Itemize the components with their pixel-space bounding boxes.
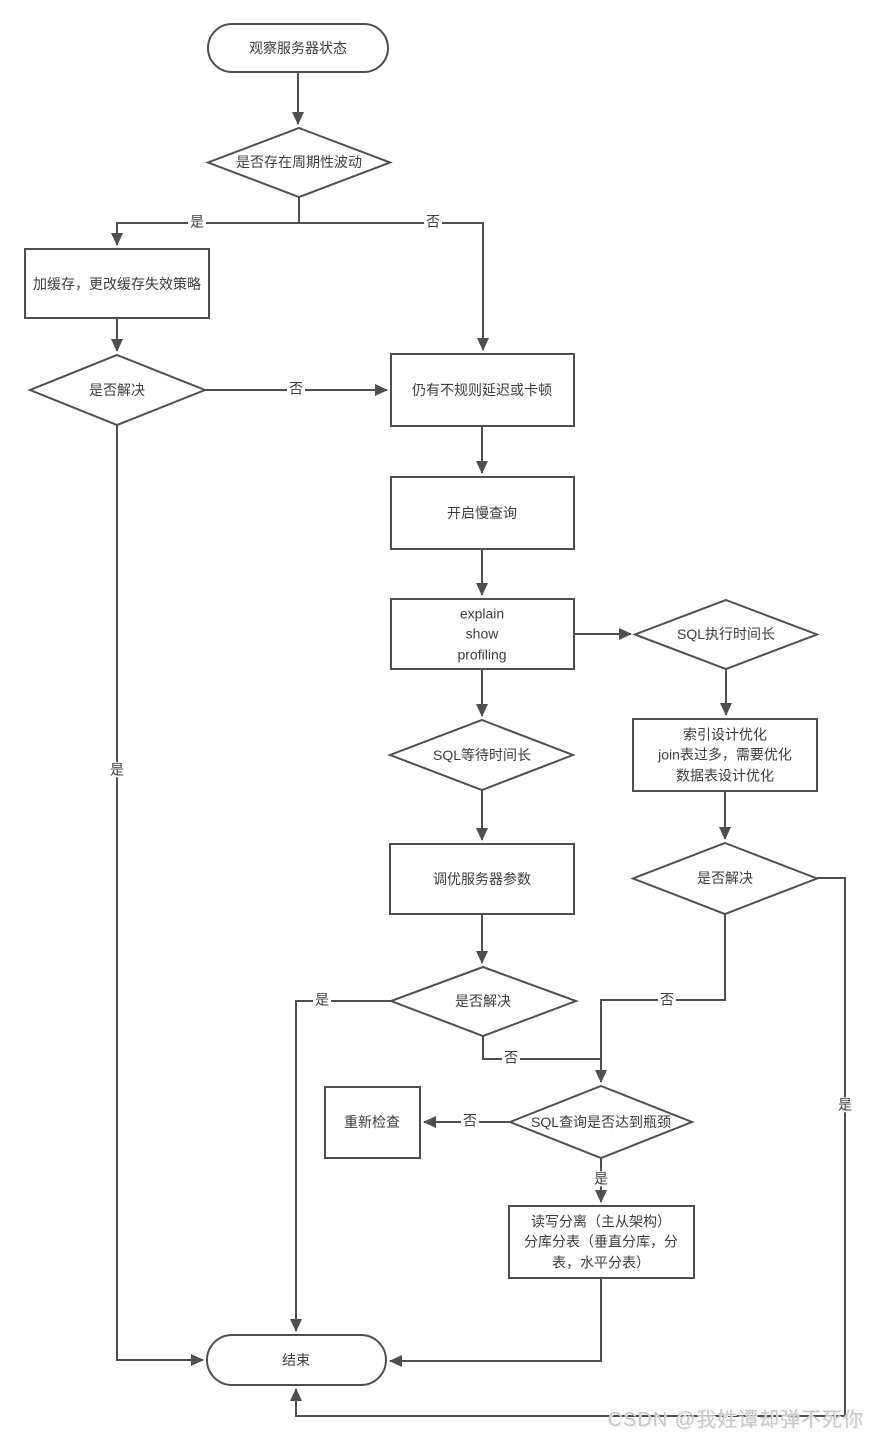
tune-step-shape bbox=[389, 843, 575, 915]
split-step-shape bbox=[508, 1205, 695, 1279]
recheck-step-shape bbox=[324, 1086, 421, 1159]
cache-step-shape bbox=[24, 248, 210, 319]
solved-left-decision-shape bbox=[388, 965, 579, 1038]
sql-exec-decision-shape bbox=[632, 598, 820, 671]
edge-solvedright-no-bottleneck bbox=[595, 914, 726, 1083]
periodic-decision-shape bbox=[205, 126, 393, 199]
slow-query-step-shape bbox=[390, 476, 575, 550]
edge-solved1-yes-end bbox=[116, 425, 204, 1366]
edge-solvedleft-yes-end bbox=[290, 1000, 391, 1332]
index-opt-step-shape bbox=[632, 718, 818, 792]
edge-split-end bbox=[389, 1278, 602, 1367]
end-node-shape bbox=[206, 1334, 387, 1386]
solved-right-decision-shape bbox=[630, 841, 820, 916]
start-node-shape bbox=[207, 23, 389, 73]
nodes-group bbox=[24, 23, 820, 1386]
solved1-decision-shape bbox=[27, 353, 208, 427]
delay-step-shape bbox=[390, 353, 575, 427]
explain-step-shape bbox=[390, 598, 575, 670]
edges-group bbox=[111, 72, 846, 1417]
edge-solvedleft-no-join bbox=[482, 1036, 601, 1060]
edge-periodic-no-delay bbox=[299, 222, 489, 351]
sql-wait-decision-shape bbox=[387, 718, 576, 792]
bottleneck-decision-shape bbox=[507, 1084, 695, 1160]
edge-solvedright-yes-end bbox=[290, 877, 846, 1417]
edge-periodic-yes-cache bbox=[111, 197, 300, 246]
